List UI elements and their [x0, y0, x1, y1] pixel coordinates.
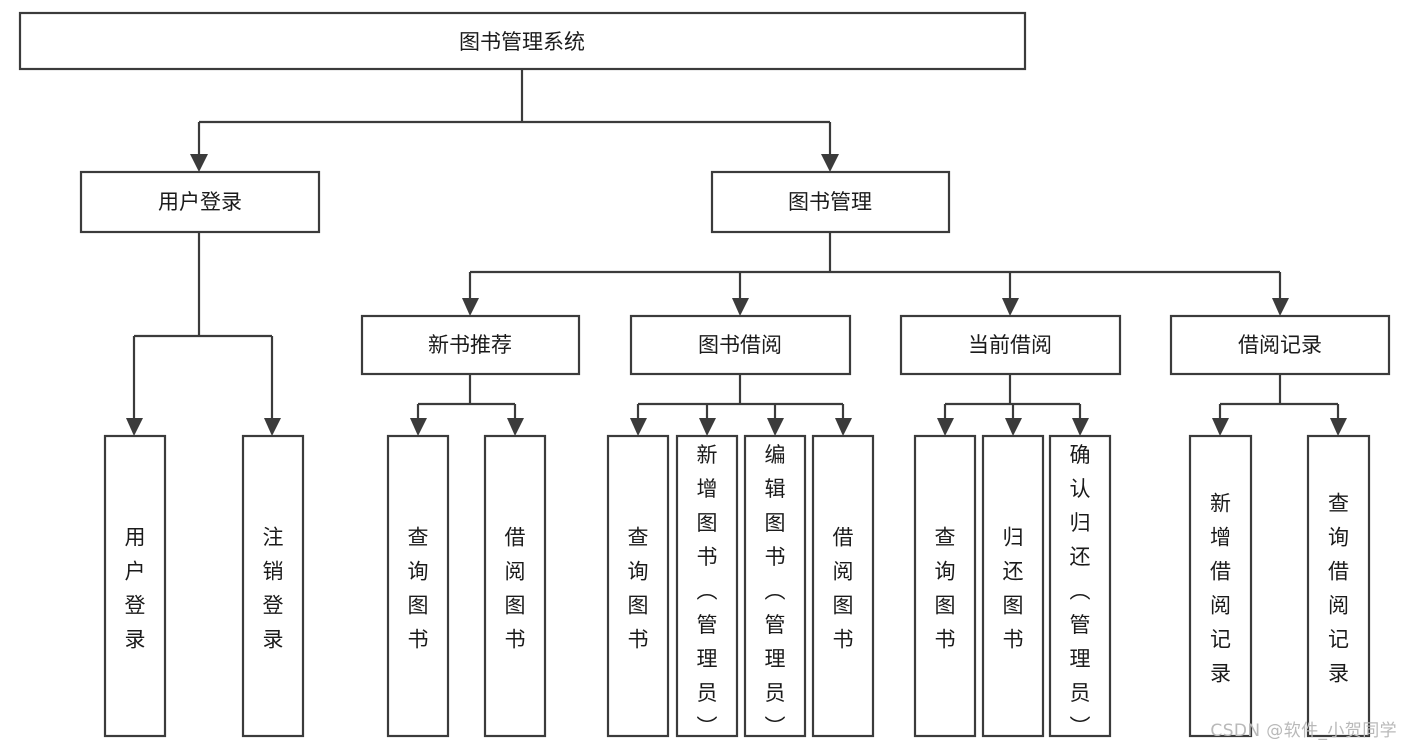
node-leaf-query-record-label: 查询借阅记录 [1328, 492, 1349, 686]
node-book-management[interactable]: 图书管理 [710, 170, 951, 234]
node-leaf-query-book-1-box[interactable] [386, 434, 450, 738]
node-new-book-recommend-label: 新书推荐 [428, 333, 512, 357]
node-layer-horizontal: 图书管理系统 用户登录 图书管理 新书推荐 图书借阅 当前借阅 [18, 11, 1391, 376]
node-leaf-return-book[interactable]: 归还图书 [981, 434, 1045, 738]
node-leaf-query-book-3-label: 查询图书 [935, 526, 956, 652]
node-leaf-borrow-book-2-box[interactable] [811, 434, 875, 738]
node-leaf-return-book-box[interactable] [981, 434, 1045, 738]
arrow-leaf-add-record [1212, 418, 1229, 436]
arrow-leaf-query-book-1 [410, 418, 427, 436]
node-book-borrow[interactable]: 图书借阅 [629, 314, 852, 376]
node-leaf-query-record-box[interactable] [1306, 434, 1371, 738]
node-leaf-return-book-label: 归还图书 [1003, 526, 1024, 652]
node-current-borrow-label: 当前借阅 [968, 333, 1052, 357]
node-leaf-query-record[interactable]: 查询借阅记录 [1306, 434, 1371, 738]
arrow-book-borrow [732, 298, 749, 316]
csdn-watermark: CSDN @软件_小贺同学 [1210, 721, 1397, 741]
node-leaf-add-record-label: 新增借阅记录 [1210, 492, 1231, 686]
node-current-borrow[interactable]: 当前借阅 [899, 314, 1122, 376]
node-leaf-add-book[interactable]: 新增图书︵管理员︶ [675, 434, 739, 739]
node-leaf-edit-book-box[interactable] [743, 434, 807, 738]
node-leaf-user-login-label: 用户登录 [125, 526, 146, 652]
node-book-borrow-label: 图书借阅 [698, 333, 782, 357]
node-leaf-user-login-box[interactable] [103, 434, 167, 738]
node-root-label: 图书管理系统 [459, 30, 585, 54]
node-leaf-add-book-box[interactable] [675, 434, 739, 738]
arrow-leaf-borrow-book-1 [507, 418, 524, 436]
node-leaf-edit-book-label: 编辑图书︵管理员︶ [765, 443, 786, 739]
arrow-leaf-logout [264, 418, 281, 436]
node-user-login-label: 用户登录 [158, 190, 242, 214]
node-book-management-label: 图书管理 [788, 190, 872, 214]
node-leaf-query-book-1-label: 查询图书 [408, 526, 429, 652]
arrow-leaf-return-book [1005, 418, 1022, 436]
node-current-borrow-box[interactable] [899, 314, 1122, 376]
node-leaf-user-login[interactable]: 用户登录 [103, 434, 167, 738]
arrow-leaf-query-book-3 [937, 418, 954, 436]
node-leaf-borrow-book-2[interactable]: 借阅图书 [811, 434, 875, 738]
node-new-book-recommend-box[interactable] [360, 314, 581, 376]
node-leaf-logout-label: 注销登录 [263, 526, 284, 652]
node-leaf-borrow-book-1-label: 借阅图书 [505, 526, 526, 652]
node-leaf-add-book-label: 新增图书︵管理员︶ [697, 443, 718, 739]
arrow-borrow-record [1272, 298, 1289, 316]
node-leaf-query-book-2-box[interactable] [606, 434, 670, 738]
node-layer-leaves: 用户登录 注销登录 查询图书 借阅图书 查询图书 新增图书︵管理员︶ 编辑图书︵管理员︶ 借阅… [103, 434, 1371, 739]
arrow-leaf-borrow-book-2 [835, 418, 852, 436]
node-user-login[interactable]: 用户登录 [79, 170, 321, 234]
arrow-new-book-rec [462, 298, 479, 316]
node-leaf-query-book-2-label: 查询图书 [628, 526, 649, 652]
node-user-login-box[interactable] [79, 170, 321, 234]
arrow-current-borrow [1002, 298, 1019, 316]
node-borrow-record-box[interactable] [1169, 314, 1391, 376]
arrow-leaf-query-record [1330, 418, 1347, 436]
arrow-leaf-edit-book [767, 418, 784, 436]
node-leaf-query-book-1[interactable]: 查询图书 [386, 434, 450, 738]
arrow-leaf-user-login [126, 418, 143, 436]
node-root[interactable]: 图书管理系统 [18, 11, 1027, 71]
arrow-leaf-add-book [699, 418, 716, 436]
node-book-borrow-box[interactable] [629, 314, 852, 376]
node-leaf-logout[interactable]: 注销登录 [241, 434, 305, 738]
arrow-leaf-query-book-2 [630, 418, 647, 436]
node-leaf-query-book-3-box[interactable] [913, 434, 977, 738]
node-leaf-borrow-book-1[interactable]: 借阅图书 [483, 434, 547, 738]
node-leaf-borrow-book-2-label: 借阅图书 [833, 526, 854, 652]
arrow-user-login [190, 154, 208, 172]
node-leaf-confirm-return[interactable]: 确认归还︵管理员︶ [1048, 434, 1112, 739]
node-leaf-borrow-book-1-box[interactable] [483, 434, 547, 738]
node-borrow-record[interactable]: 借阅记录 [1169, 314, 1391, 376]
node-leaf-query-book-3[interactable]: 查询图书 [913, 434, 977, 738]
node-leaf-add-record[interactable]: 新增借阅记录 [1188, 434, 1253, 738]
node-leaf-add-record-box[interactable] [1188, 434, 1253, 738]
connector-layer [126, 69, 1347, 436]
node-leaf-confirm-return-box[interactable] [1048, 434, 1112, 738]
node-new-book-recommend[interactable]: 新书推荐 [360, 314, 581, 376]
arrow-leaf-confirm-return [1072, 418, 1089, 436]
node-book-management-box[interactable] [710, 170, 951, 234]
node-leaf-edit-book[interactable]: 编辑图书︵管理员︶ [743, 434, 807, 739]
node-root-box[interactable] [18, 11, 1027, 71]
arrow-book-mgmt [821, 154, 839, 172]
node-leaf-logout-box[interactable] [241, 434, 305, 738]
node-leaf-confirm-return-label: 确认归还︵管理员︶ [1070, 443, 1091, 739]
node-borrow-record-label: 借阅记录 [1238, 333, 1322, 357]
node-leaf-query-book-2[interactable]: 查询图书 [606, 434, 670, 738]
